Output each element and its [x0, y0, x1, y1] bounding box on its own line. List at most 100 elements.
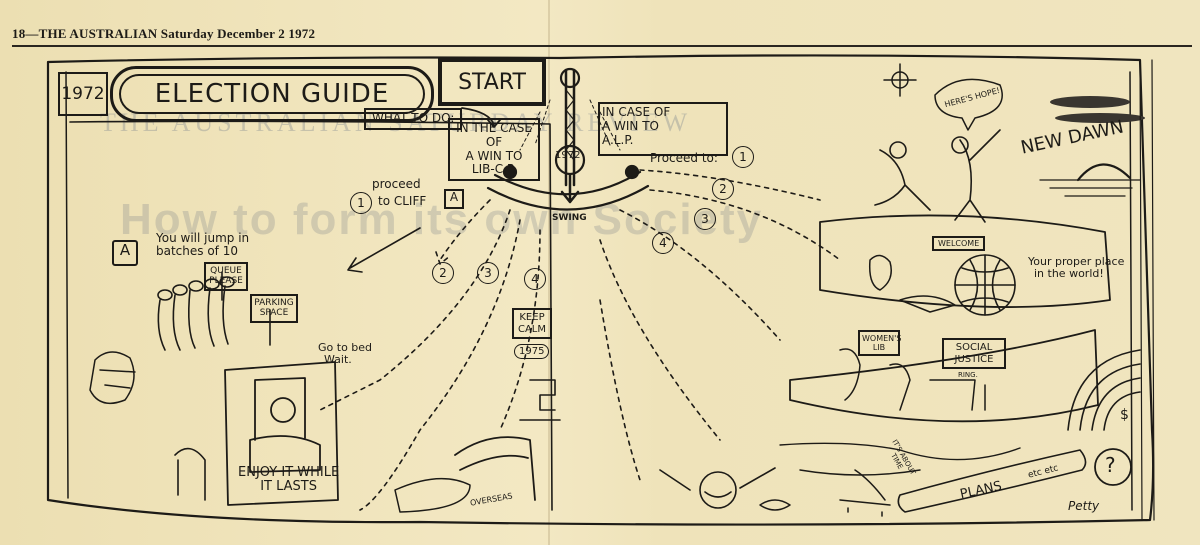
proper-place-text: Your proper place in the world! — [1028, 255, 1125, 281]
stairs-drawing — [519, 379, 561, 421]
swing-rays — [519, 99, 621, 151]
right-dotted-routes — [599, 169, 841, 481]
keep-calm-sign: KEEP CALM — [512, 308, 552, 339]
question-mark: ? — [1105, 453, 1116, 477]
anchor-arrow — [560, 173, 580, 204]
jump-text: You will jump in batches of 10 — [156, 231, 250, 259]
year-label: 1972 — [58, 72, 108, 116]
lib-proceed-label: proceed — [372, 177, 421, 191]
enjoy-line-2: IT LASTS — [260, 479, 317, 495]
left-dotted-routes — [319, 199, 541, 511]
left-route-2: 2 — [432, 262, 454, 284]
jump-line-1: You will jump in — [156, 231, 250, 245]
social-justice-line-1: SOCIAL — [955, 342, 993, 353]
proper-place-line-2: in the world! — [1034, 267, 1104, 281]
arc-end-left — [502, 164, 518, 180]
left-route-3: 3 — [477, 262, 499, 284]
sun — [1076, 163, 1132, 182]
dancing-figures — [874, 129, 1001, 223]
queue-line-1: QUEUE — [210, 266, 242, 276]
masthead-rule — [12, 45, 1192, 47]
cliff-marker-large: A — [112, 240, 138, 266]
alp-line-3: A.L.P. — [602, 132, 634, 147]
parking-line-2: SPACE — [259, 308, 289, 319]
artist-signature: Petty — [1068, 499, 1100, 513]
time-banner — [779, 442, 1021, 476]
lib-cp-sign: IN THE CASE OF A WIN TO LIB-C.P. — [448, 118, 540, 182]
womens-lib-line-2: LIB — [872, 343, 886, 353]
cartoon-frame-inner — [65, 71, 1133, 511]
pendulum-truss — [565, 89, 575, 161]
left-route-4: 4 — [524, 268, 546, 290]
welcome-sign: WELCOME — [932, 236, 986, 252]
swing-arc — [493, 170, 642, 196]
social-justice-line-2: JUSTICE — [954, 353, 994, 365]
right-route-1: 1 — [732, 146, 754, 168]
speech-bubble — [934, 78, 1003, 131]
lib-to-cliff-label: to CLIFF — [378, 194, 427, 208]
swing-label: SWING — [552, 213, 587, 223]
enjoy-text: ENJOY IT WHILE IT LASTS — [238, 465, 340, 495]
enjoy-line-1: ENJOY IT WHILE — [238, 465, 340, 480]
bed-drawing — [224, 361, 339, 506]
cartoon-frame — [46, 54, 1155, 526]
alp-line-1: IN CASE OF — [602, 105, 671, 119]
question-bubble — [1094, 448, 1132, 486]
compass-rose-icon — [883, 63, 917, 97]
horizon-lines — [1039, 179, 1141, 197]
waving-face — [659, 467, 776, 509]
title-text: ELECTION GUIDE — [154, 79, 390, 109]
right-border — [1139, 59, 1155, 521]
lib-cp-line-1: IN THE CASE OF — [456, 121, 532, 149]
keep-calm-line-1: KEEP — [519, 312, 545, 323]
jump-line-2: batches of 10 — [156, 244, 238, 259]
year-1975-badge: 1975 — [514, 344, 550, 359]
rainbow-arches — [1067, 349, 1141, 431]
what-to-do-arrow — [461, 107, 501, 128]
terrace-lower — [789, 329, 1099, 423]
page-fold — [548, 0, 550, 545]
womens-lib-line-1: WOMEN'S — [862, 334, 902, 343]
pit-crowd — [394, 477, 471, 513]
pendulum-pivot — [559, 67, 581, 89]
bed-line-2: Wait. — [324, 353, 352, 367]
bed-text: Go to bed Wait. — [318, 341, 373, 367]
ring-label: RING. — [958, 371, 978, 379]
cliff-marker: A — [444, 189, 464, 209]
arc-end-right — [624, 164, 640, 180]
alp-sign: IN CASE OF A WIN TO A.L.P. — [598, 102, 728, 156]
queue-line-2: PLEASE — [209, 276, 243, 287]
cloud-1 — [1050, 96, 1130, 108]
welcome-figures — [868, 254, 956, 313]
pendulum-year: 1972 — [555, 150, 581, 161]
proceed-to-label: Proceed to: — [650, 151, 718, 165]
terrace-upper — [819, 214, 1111, 308]
skateboard-figure — [839, 469, 891, 517]
swing-arc-outer — [486, 184, 650, 211]
lib-cp-line-2: A WIN TO — [465, 148, 523, 163]
queue-sign: QUEUE PLEASE — [204, 262, 248, 291]
parking-sign: PARKING SPACE — [250, 294, 298, 323]
womens-lib-sign: WOMEN'S LIB — [858, 330, 902, 357]
falling-figures — [89, 351, 136, 405]
lib-cp-line-3: LIB-C.P. — [471, 162, 517, 177]
pendulum-rod — [564, 68, 576, 187]
head-sketch — [174, 447, 206, 501]
globe-icon — [954, 254, 1016, 316]
election-guide-title: ELECTION GUIDE — [110, 66, 434, 122]
dollar-sign: $ — [1120, 407, 1129, 423]
cloud-2 — [1055, 113, 1145, 123]
masthead: 18—THE AUSTRALIAN Saturday December 2 19… — [12, 26, 316, 41]
eye-sketch — [759, 499, 791, 511]
left-route-1: 1 — [350, 192, 372, 214]
cliff-structure — [454, 436, 536, 501]
proper-place-line-1: Your proper place — [1028, 255, 1125, 268]
alp-line-2: A WIN TO — [602, 118, 659, 133]
start-box: START — [438, 58, 546, 106]
keep-calm-line-2: CALM — [517, 323, 547, 335]
bed-line-1: Go to bed — [318, 341, 373, 354]
justice-figures — [839, 348, 986, 411]
social-justice-sign: SOCIAL JUSTICE — [942, 338, 1006, 369]
right-route-2: 2 — [712, 178, 734, 200]
